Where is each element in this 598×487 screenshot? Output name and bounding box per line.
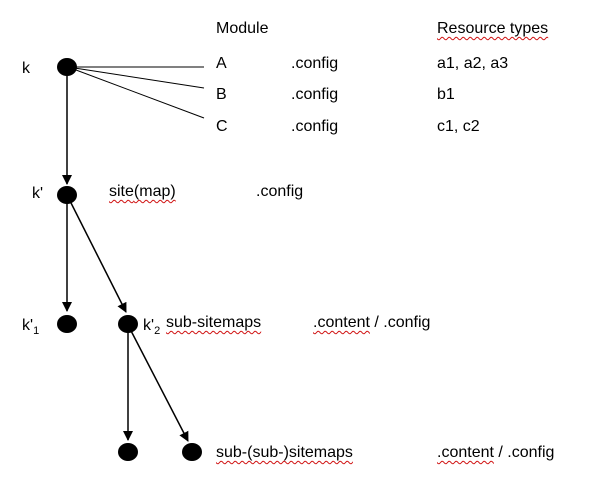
arrow-k-prime-to-k-prime-2	[66, 194, 127, 313]
edge-k-to-module-c	[67, 66, 205, 119]
node-leaf-2	[182, 443, 202, 461]
sub-sub-sitemaps-label: sub-(sub-)sitemaps	[216, 444, 353, 461]
module-a-name: A	[216, 55, 227, 72]
module-c-resource-types: c1, c2	[437, 118, 480, 135]
module-b-file: .config	[291, 86, 339, 103]
sub-sitemaps-label: sub-sitemaps	[166, 314, 262, 331]
module-c-name: C	[216, 118, 228, 135]
module-b-resource-types: b1	[437, 86, 455, 103]
resource-types-column-header: Resource types	[437, 20, 549, 37]
edge-k-to-module-b	[67, 66, 205, 89]
arrow-k-prime-2-to-leaf-2	[127, 324, 189, 442]
node-leaf-1	[118, 443, 138, 461]
module-a-file: .config	[291, 55, 339, 72]
sub-sitemaps-files: .content / .config	[313, 314, 431, 331]
module-a-resource-types: a1, a2, a3	[437, 55, 509, 72]
module-column-header: Module	[216, 20, 269, 37]
node-k-prime-1	[57, 315, 77, 333]
node-k-prime	[57, 186, 77, 204]
node-k-prime-label: k'	[32, 185, 44, 202]
sub-sub-sitemaps-files: .content / .config	[437, 444, 555, 461]
node-k-label: k	[22, 60, 30, 77]
site-map-file: .config	[256, 183, 304, 200]
node-k-prime-2-label: k'2	[143, 317, 161, 337]
node-k-prime-2	[118, 315, 138, 333]
site-map-label: site(map)	[109, 183, 176, 200]
node-k	[57, 58, 77, 76]
module-c-file: .config	[291, 118, 339, 135]
node-k-prime-1-label: k'1	[22, 317, 40, 337]
module-b-name: B	[216, 86, 227, 103]
